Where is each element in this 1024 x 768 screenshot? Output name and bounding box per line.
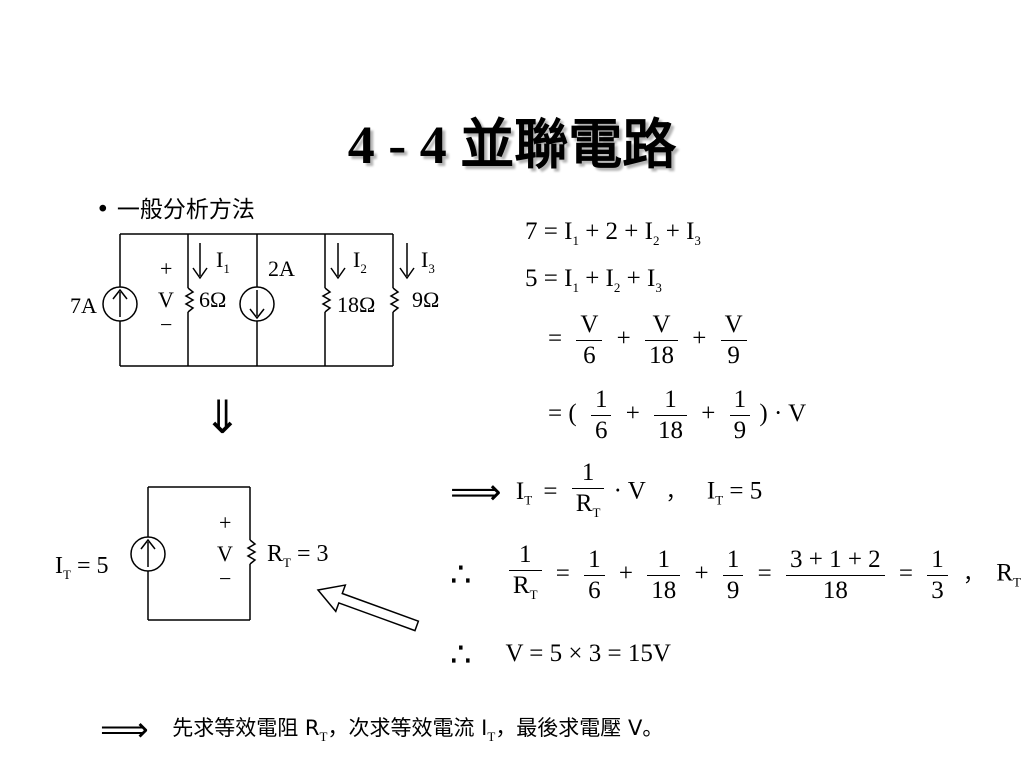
rt-label: RT = 3 [267,541,329,570]
resistor-9-label: 9Ω [412,287,440,312]
circuit2-wires [130,486,257,621]
page-title: 4 - 4 並聯電路 [347,115,677,175]
equation-kcl-2: 5 = I1 + I2 + I3 [525,265,662,295]
minus-sign-2: − [219,566,232,591]
resistor-18-icon [321,287,332,313]
therefore-icon-2: ∴ [450,635,472,676]
voltage-label-2: V [217,541,233,566]
source-7a-label: 7A [70,293,97,318]
current-source-7a-icon [102,286,138,322]
voltage-label: V [158,287,174,312]
equation-kcl-1: 7 = I1 + 2 + I2 + I3 [525,218,701,248]
source-2a-label: 2A [268,256,295,281]
it-label: IT = 5 [55,553,109,582]
equation-voltage-result: ∴ V = 5 × 3 = 15V [450,635,671,676]
current-source-it-icon [130,536,166,572]
implies-arrow-icon-2: ⟹ [100,710,149,750]
current-source-2a-icon [239,286,275,322]
circuit1-wires [102,233,415,367]
resistor-18-label: 18Ω [337,292,376,317]
bullet-item: • 一般分析方法 [96,197,255,223]
resistor-9-icon [389,287,400,313]
plus-sign-2: + [219,510,232,535]
current-i1-label: I1 [216,247,230,276]
bullet-text: 一般分析方法 [116,197,255,223]
plus-sign: + [160,256,173,281]
implies-arrow-icon: ⟹ [450,472,502,513]
current-i2-label: I2 [353,247,367,276]
resistor-6-label: 6Ω [199,287,227,312]
minus-sign: − [160,312,173,337]
down-double-arrow-icon: ⇓ [203,390,242,444]
conclusion-line: ⟹ 先求等效電阻 RT，次求等效電流 IT，最後求電壓 V。 [100,710,664,750]
resistor-6-icon [184,287,195,313]
current-i3-label: I3 [421,247,435,276]
therefore-icon: ∴ [450,555,472,595]
hollow-arrow-icon [316,584,420,632]
resistor-rt-icon [246,539,257,565]
